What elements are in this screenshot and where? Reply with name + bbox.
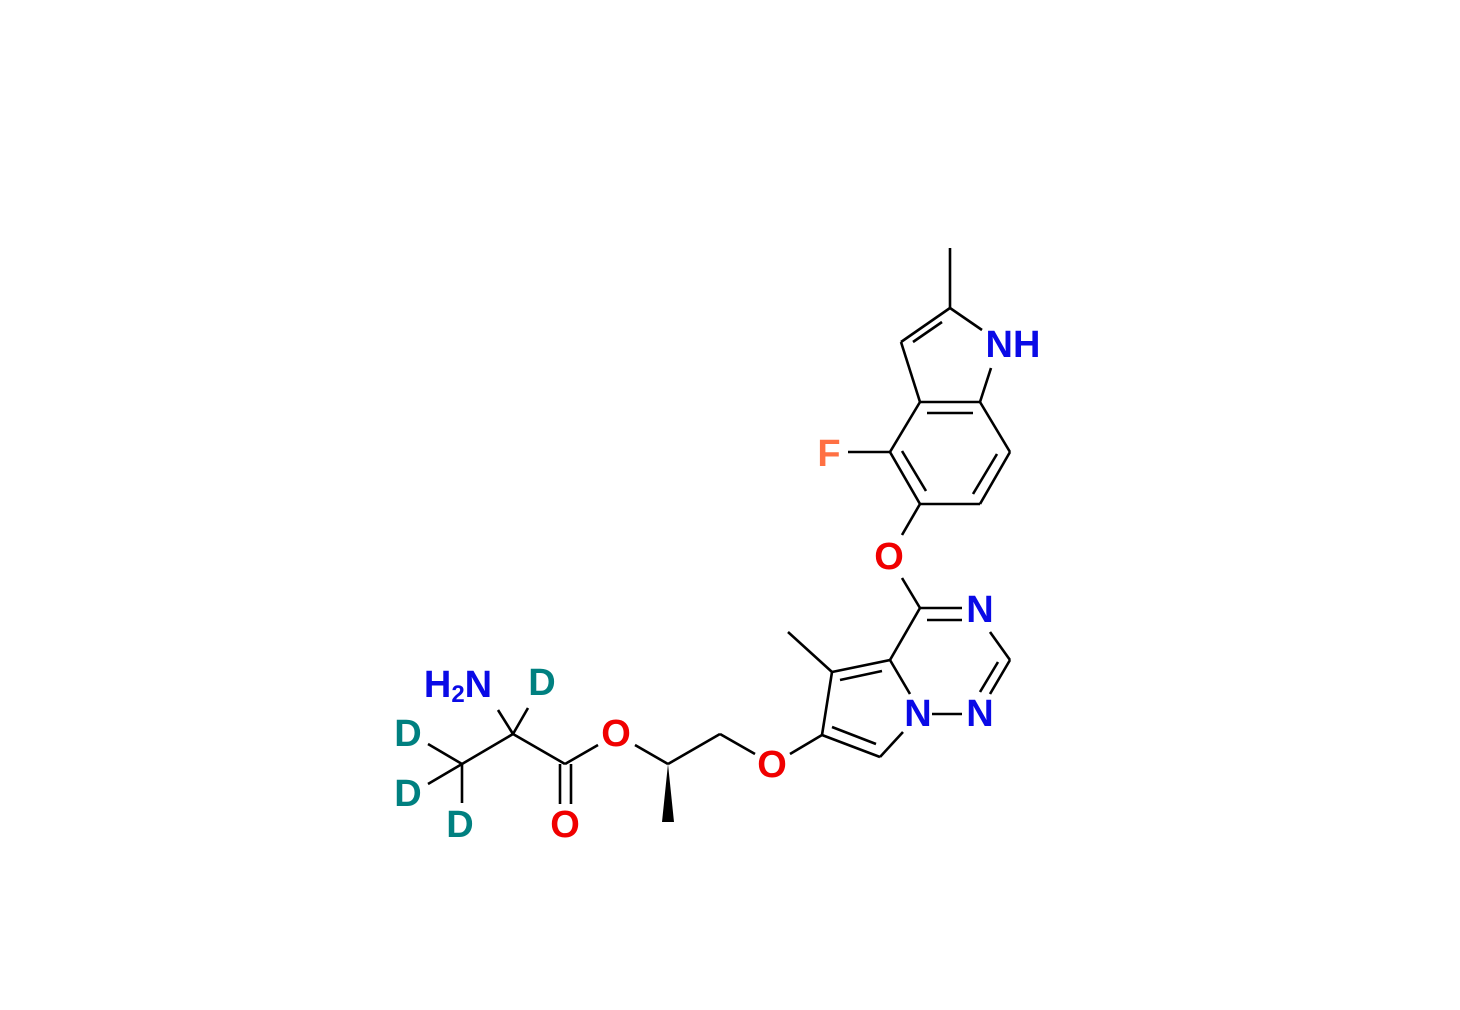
bond xyxy=(427,742,463,766)
bond xyxy=(879,731,904,758)
bond xyxy=(667,732,721,766)
bonds xyxy=(427,248,1012,822)
bond xyxy=(978,401,1012,453)
bond xyxy=(900,450,928,492)
bond xyxy=(427,762,463,786)
bond xyxy=(820,671,834,736)
bond xyxy=(900,503,922,536)
bond xyxy=(949,306,983,332)
bond xyxy=(634,743,669,766)
atom-label-d-methyl-1: D xyxy=(394,713,421,755)
bond xyxy=(564,743,599,766)
bond xyxy=(789,733,823,756)
stereo-wedge-bond xyxy=(662,764,674,822)
bond xyxy=(461,732,514,766)
bond xyxy=(839,669,883,682)
bond xyxy=(888,607,922,661)
bond xyxy=(900,577,922,609)
bond xyxy=(496,709,515,735)
bond xyxy=(988,631,1012,661)
bond xyxy=(899,341,922,403)
bond xyxy=(719,732,756,756)
bond xyxy=(978,661,1000,693)
bond xyxy=(978,367,993,403)
bond xyxy=(912,320,943,344)
atom-label-n1: N xyxy=(966,693,993,735)
atom-label-d-alpha: D xyxy=(528,662,555,704)
bond xyxy=(511,707,530,735)
bond xyxy=(831,658,891,674)
bond xyxy=(888,451,922,505)
bond xyxy=(988,659,1012,695)
atom-labels: NH F O N N N O O O H2N D D D D xyxy=(394,324,1040,846)
atom-label-o-ester: O xyxy=(601,713,631,755)
bond xyxy=(512,732,566,766)
atom-label-f: F xyxy=(817,433,840,475)
atom-label-o-ether: O xyxy=(757,744,787,786)
atom-label-d-methyl-3: D xyxy=(446,804,473,846)
atom-label-nh: NH xyxy=(986,324,1041,366)
bond xyxy=(978,451,1012,505)
atom-label-o-carbonyl: O xyxy=(550,804,580,846)
atom-label-d-methyl-2: D xyxy=(394,773,421,815)
bond xyxy=(831,725,877,746)
bond xyxy=(787,631,833,673)
bond xyxy=(821,733,881,759)
atom-label-n3: N xyxy=(966,589,993,631)
bond xyxy=(900,306,951,344)
bond xyxy=(888,659,912,695)
atom-label-h2n: H2N xyxy=(424,664,492,708)
bond xyxy=(888,401,922,453)
atom-label-o-aryl: O xyxy=(874,536,904,578)
atom-label-n-bridge: N xyxy=(904,693,931,735)
bond xyxy=(971,453,999,495)
